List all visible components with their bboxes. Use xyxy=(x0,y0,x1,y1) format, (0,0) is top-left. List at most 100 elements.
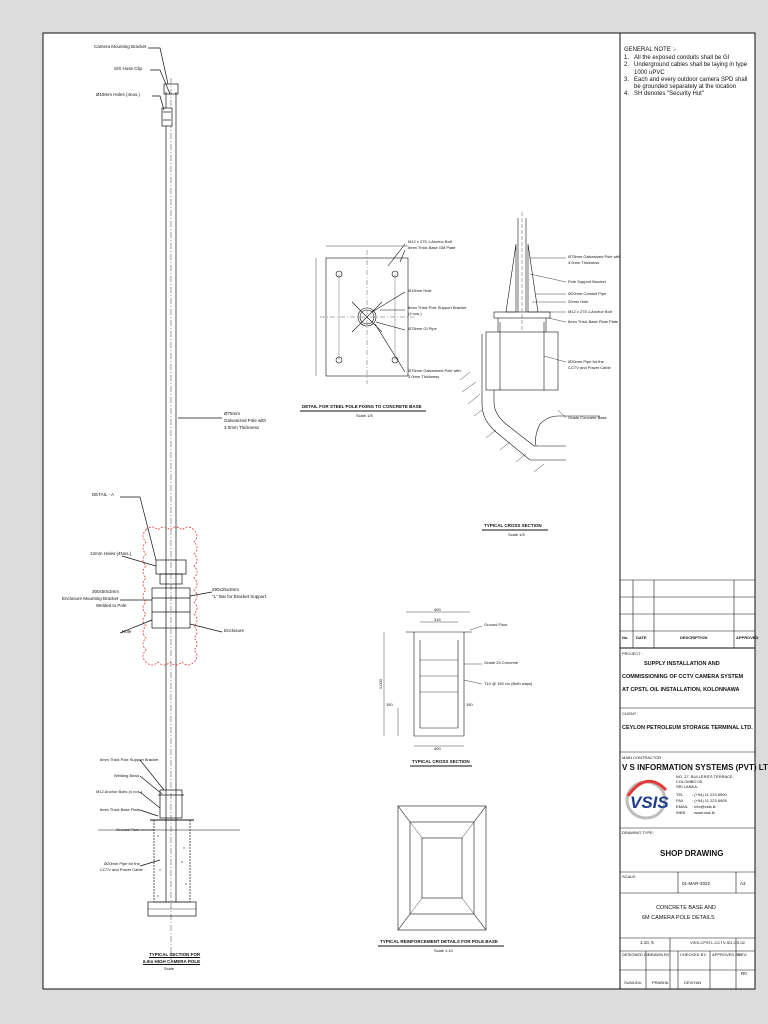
label-pole-desc-1: Ø75mm xyxy=(224,411,241,416)
general-note-item: 4.SH denotes "Security Hut" xyxy=(624,91,754,98)
rev-header-approved: APPROVED xyxy=(736,635,759,640)
fixing-label: (4 nos.) xyxy=(408,311,422,316)
label-enclosure: Enclosure xyxy=(224,628,245,633)
note-number: 2. xyxy=(624,62,630,69)
general-notes-heading: GENERAL NOTE :- xyxy=(624,47,677,53)
address-line: SRI LANKA. xyxy=(676,784,699,789)
xs2-dim-bottom: 400 xyxy=(434,746,441,751)
drawing-type: SHOP DRAWING xyxy=(660,849,724,858)
contact-key: EMAIL xyxy=(676,804,689,809)
drawing-title-1: CONCRETE BASE AND xyxy=(656,905,716,911)
role-label-rev: REV: xyxy=(738,952,748,957)
client-name: CEYLON PETROLEUM STORAGE TERMINAL LTD. xyxy=(622,725,753,731)
drawn-by: PRABHA xyxy=(652,980,669,985)
contact-value: : info@vsis.lk xyxy=(692,804,716,809)
drawing-type-label: DRAWING TYPE: xyxy=(622,830,654,835)
svg-text:VSIS: VSIS xyxy=(630,793,669,812)
xs2-dim-bottom-r: 150 xyxy=(466,702,473,707)
xs2-dim-side: 1,000 xyxy=(377,679,383,690)
label-holes-12: 12mm Holes (4Nos.) xyxy=(90,551,132,556)
detail-fixing-drawing xyxy=(300,243,426,412)
xs2-title: TYPICAL CROSS SECTION xyxy=(412,759,470,764)
xs1-label: Ø20mm Conduit Pipe xyxy=(568,291,607,296)
xs1-label: M12 x 275 J-Anchor Bolt xyxy=(568,309,612,314)
xs2-dim-bottom-l: 150 xyxy=(386,702,393,707)
note-text: Underground cables shall be laying in ty… xyxy=(634,62,748,76)
project-line-2: COMMISSIONING OF CCTV CAMERA SYSTEM xyxy=(622,674,744,680)
xs2-ground-floor: Ground Floor xyxy=(484,622,508,627)
xs1-label: Ø20mm Pipe for the xyxy=(568,359,604,364)
drawing-date: 01-MAR-2022 xyxy=(682,881,711,886)
xs1-scale: Scale 1/5 xyxy=(508,532,525,537)
label-ground-floor: Ground Floor xyxy=(116,827,140,832)
role-label-designed: DESIGNED BY: xyxy=(622,952,651,957)
pole-caption-2: 6.0m HIGH CAMERA POLE xyxy=(143,959,201,964)
xs1-label: 20mm Hole xyxy=(568,299,589,304)
fixing-label: Ø19mm Hole xyxy=(408,288,432,293)
role-label-approved: APPROVED BY: xyxy=(712,952,742,957)
contact-key: TEL xyxy=(676,792,684,797)
pole-caption-1: TYPICAL SECTION FOR xyxy=(149,952,201,957)
contractor-label: MAIN CONTRACTOR : xyxy=(622,755,664,760)
label-hose-clip: S/S Hose Clip xyxy=(114,66,143,71)
label-bracket-1: 300x50x3mm xyxy=(92,589,120,594)
note-number: 4. xyxy=(624,91,630,98)
label-pole-desc-2: Galvanized Pole with xyxy=(224,418,267,423)
label-bracket-3: Welded to Pole xyxy=(96,603,127,608)
xs2-rebar: T10 @ 150 c/c (Both ways) xyxy=(484,681,533,686)
note-number: 3. xyxy=(624,76,630,83)
label-detail-a: DETAIL - A xyxy=(92,492,115,497)
pole-elevation-drawing xyxy=(98,47,240,960)
role-label-drawn: DRAWN BY: xyxy=(648,952,671,957)
xs2-dim-top-inner: 315 xyxy=(434,617,441,622)
label-lbar-1: 290x25x3mm xyxy=(212,587,240,592)
general-note-item: 2. Underground cables shall be laying in … xyxy=(624,62,754,76)
fixing-label: 3.0mm Thickness xyxy=(408,374,440,379)
scale-value: 1:10, 5 xyxy=(640,940,654,945)
reinforcement-title: TYPICAL REINFORCEMENT DETAILS FOR POLE B… xyxy=(380,939,498,944)
fixing-label: Ø75mm Galvanized Pole with xyxy=(408,368,461,373)
client-label: CLIENT : xyxy=(622,711,639,716)
general-note-item: 3. Each and every outdoor camera SPD shal… xyxy=(624,77,754,91)
designed-by: SUMUDU xyxy=(624,980,642,985)
rev-header-description: DESCRIPTION xyxy=(680,635,708,640)
contact-value: : www.vsis.lk xyxy=(692,810,715,815)
checked-by: DEVIYAN xyxy=(684,980,702,985)
project-line-1: SUPPLY INSTALLATION AND xyxy=(644,661,720,667)
note-text: Each and every outdoor camera SPD shall … xyxy=(634,76,748,90)
label-pipe-1: Ø20mm Pipe for the xyxy=(104,861,140,866)
title-block-grid xyxy=(620,579,755,989)
cross-section-1-drawing xyxy=(459,212,600,531)
xs2-dim-top: 400 xyxy=(434,607,441,612)
note-text: All the exposed conduits shall be GI xyxy=(634,55,730,62)
xs1-title: TYPICAL CROSS SECTION xyxy=(484,523,542,528)
fixing-label: Ø75mm GI Pipe xyxy=(408,326,437,331)
company-logo: VSIS xyxy=(625,779,669,820)
label-camera-bracket: Camera Mounting Bracket xyxy=(94,44,147,49)
reinforcement-drawing xyxy=(378,805,504,947)
rev-header-no: No. xyxy=(622,635,629,640)
revision: R0 xyxy=(741,971,747,976)
fixing-scale: Scale 1/5 xyxy=(356,413,373,418)
xs1-label: Pole Support Bracket xyxy=(568,279,606,284)
cross-section-2-drawing xyxy=(383,611,483,767)
project-line-3: AT CPSTL OIL INSTALLATION, KOLONNAWA xyxy=(622,687,740,693)
label-lbar-2: "L" Bar for Bracket Support xyxy=(212,594,266,599)
general-note-item: 1. All the exposed conduits shall be GI xyxy=(624,55,754,62)
drawing-title-2: 6M CAMERA POLE DETAILS xyxy=(642,915,715,921)
xs1-label: 6mm Thick Base Plate Plate xyxy=(568,319,619,324)
label-pipe-2: CCTV and Power Cable xyxy=(100,867,143,872)
role-label-checked: CHECKED BY: xyxy=(680,952,707,957)
pole-caption-scale: Scale xyxy=(164,966,175,971)
contact-key: WEB xyxy=(676,810,686,815)
label-welding-bead: Welding Bead xyxy=(114,773,139,778)
sheet-size: A3 xyxy=(740,881,746,886)
label-anchor-bolts: M12 Anchor Bolts (4 nos.) xyxy=(96,789,143,794)
address-line: COLOMBO 05, xyxy=(676,779,704,784)
xs1-label: CCTV and Power Cable xyxy=(568,365,611,370)
xs1-label: 3.0mm Thickness xyxy=(568,260,600,265)
label-holes-top: Ø19mm Holes (4nos.) xyxy=(96,92,141,97)
contact-key: FAX xyxy=(676,798,684,803)
note-number: 1. xyxy=(624,55,630,62)
